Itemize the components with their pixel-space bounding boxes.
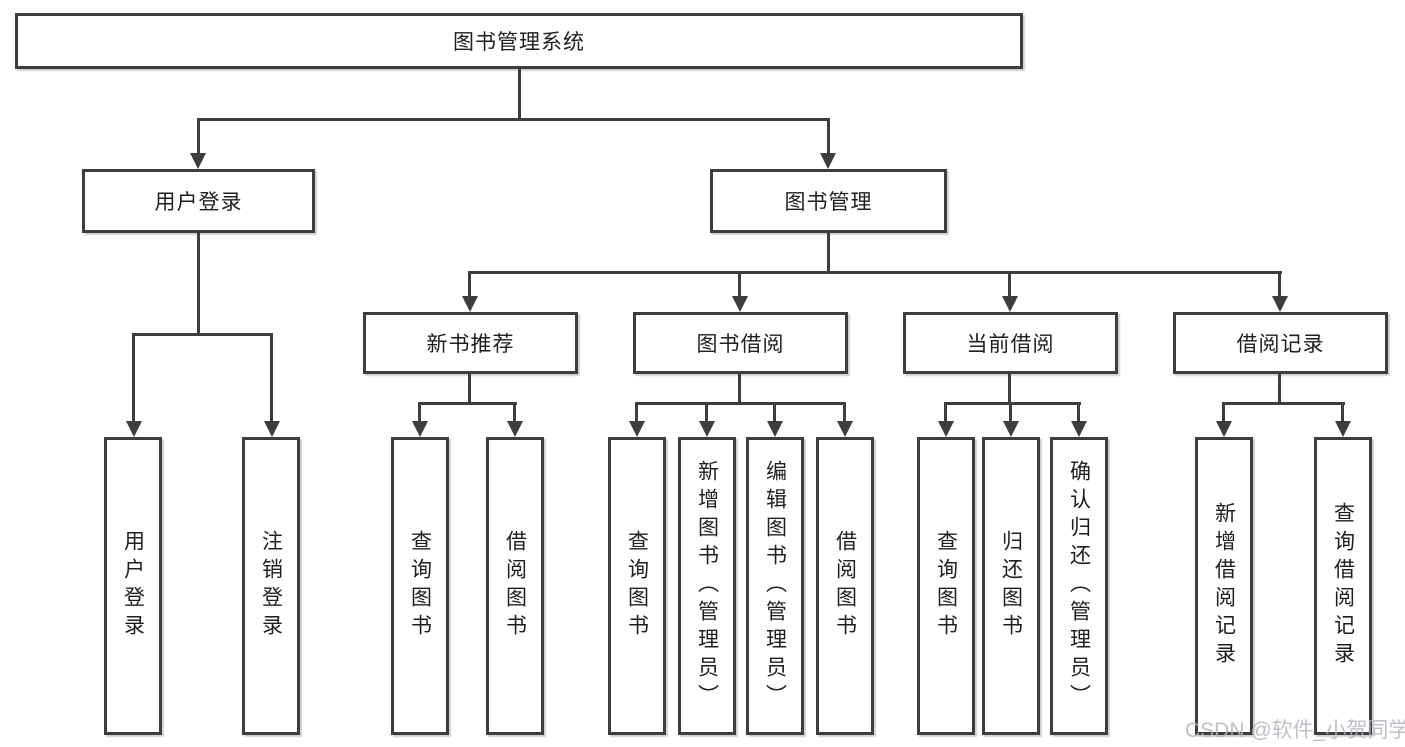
- node-book-management: 图书管理: [710, 169, 947, 233]
- connector-hline: [635, 402, 846, 405]
- connector-vline: [468, 271, 471, 299]
- arrowhead-down: [412, 421, 428, 437]
- connector-hline: [944, 402, 1081, 405]
- leaf-user-login: 用户登录: [104, 437, 162, 735]
- leaf-add-borrow-record: 新增借阅记录: [1195, 437, 1253, 735]
- leaf-borrow-book-recommend: 借阅图书: [486, 437, 544, 735]
- connector-vline: [270, 333, 273, 423]
- leaf-return-book: 归还图书: [982, 437, 1040, 735]
- connector-vline: [738, 271, 741, 299]
- connector-vline: [197, 233, 200, 336]
- connector-vline: [1278, 374, 1281, 405]
- connector-hline: [132, 333, 273, 336]
- connector-hline: [1222, 402, 1345, 405]
- arrowhead-down: [767, 421, 783, 437]
- connector-hline: [418, 402, 517, 405]
- arrowhead-down: [462, 296, 478, 312]
- leaf-label: 新增借阅记录: [1212, 502, 1236, 670]
- node-borrowing-records: 借阅记录: [1173, 312, 1388, 374]
- leaf-label: 用户登录: [121, 530, 145, 642]
- connector-vline: [132, 333, 135, 423]
- leaf-query-book-borrow: 查询图书: [608, 437, 666, 735]
- connector-vline: [1077, 402, 1080, 424]
- leaf-label: 新增图书（管理员）: [695, 460, 719, 712]
- node-library-system: 图书管理系统: [15, 13, 1023, 69]
- leaf-label: 归还图书: [999, 530, 1023, 642]
- arrowhead-down: [820, 153, 836, 169]
- leaf-confirm-return-admin: 确认归还（管理员）: [1050, 437, 1108, 735]
- arrowhead-down: [837, 421, 853, 437]
- arrowhead-down: [507, 421, 523, 437]
- leaf-label: 借阅图书: [833, 530, 857, 642]
- connector-vline: [513, 402, 516, 424]
- arrowhead-down: [938, 421, 954, 437]
- leaf-query-borrow-record: 查询借阅记录: [1314, 437, 1372, 735]
- connector-vline: [827, 118, 830, 156]
- arrowhead-down: [732, 296, 748, 312]
- arrowhead-down: [1335, 421, 1351, 437]
- leaf-label: 查询图书: [625, 530, 649, 642]
- leaf-logout-login: 注销登录: [242, 437, 300, 735]
- leaf-label: 确认归还（管理员）: [1067, 460, 1091, 712]
- connector-vline: [418, 402, 421, 424]
- connector-hline: [468, 271, 1282, 274]
- connector-hline: [197, 118, 830, 121]
- connector-vline: [1341, 402, 1344, 424]
- connector-vline: [1008, 271, 1011, 299]
- connector-vline: [197, 118, 200, 156]
- connector-vline: [944, 402, 947, 424]
- leaf-label: 查询借阅记录: [1331, 502, 1355, 670]
- leaf-label: 查询图书: [934, 530, 958, 642]
- arrowhead-down: [1071, 421, 1087, 437]
- node-user-login: 用户登录: [82, 169, 315, 233]
- leaf-label: 借阅图书: [503, 530, 527, 642]
- leaf-label: 编辑图书（管理员）: [763, 460, 787, 712]
- arrowhead-down: [1002, 296, 1018, 312]
- connector-vline: [773, 402, 776, 424]
- connector-vline: [1278, 271, 1281, 299]
- leaf-label: 查询图书: [408, 530, 432, 642]
- connector-vline: [1008, 374, 1011, 405]
- connector-vline: [738, 374, 741, 405]
- arrowhead-down: [629, 421, 645, 437]
- leaf-label: 注销登录: [259, 530, 283, 642]
- node-book-borrowing: 图书借阅: [633, 312, 848, 374]
- arrowhead-down: [264, 421, 280, 437]
- connector-vline: [1222, 402, 1225, 424]
- csdn-watermark: CSDN @软件_小贺同学: [1185, 719, 1405, 742]
- connector-vline: [518, 69, 521, 120]
- node-new-book-recommend: 新书推荐: [363, 312, 578, 374]
- arrowhead-down: [699, 421, 715, 437]
- leaf-add-book-admin: 新增图书（管理员）: [678, 437, 736, 735]
- leaf-borrow-book: 借阅图书: [816, 437, 874, 735]
- leaf-edit-book-admin: 编辑图书（管理员）: [746, 437, 804, 735]
- arrowhead-down: [1003, 421, 1019, 437]
- arrowhead-down: [126, 421, 142, 437]
- node-current-borrowing: 当前借阅: [903, 312, 1118, 374]
- connector-vline: [468, 374, 471, 405]
- leaf-query-book-recommend: 查询图书: [391, 437, 449, 735]
- connector-vline: [843, 402, 846, 424]
- arrowhead-down: [1272, 296, 1288, 312]
- connector-vline: [705, 402, 708, 424]
- arrowhead-down: [1216, 421, 1232, 437]
- connector-vline: [827, 233, 830, 274]
- connector-vline: [635, 402, 638, 424]
- leaf-query-book-current: 查询图书: [917, 437, 975, 735]
- arrowhead-down: [190, 153, 206, 169]
- connector-vline: [1009, 402, 1012, 424]
